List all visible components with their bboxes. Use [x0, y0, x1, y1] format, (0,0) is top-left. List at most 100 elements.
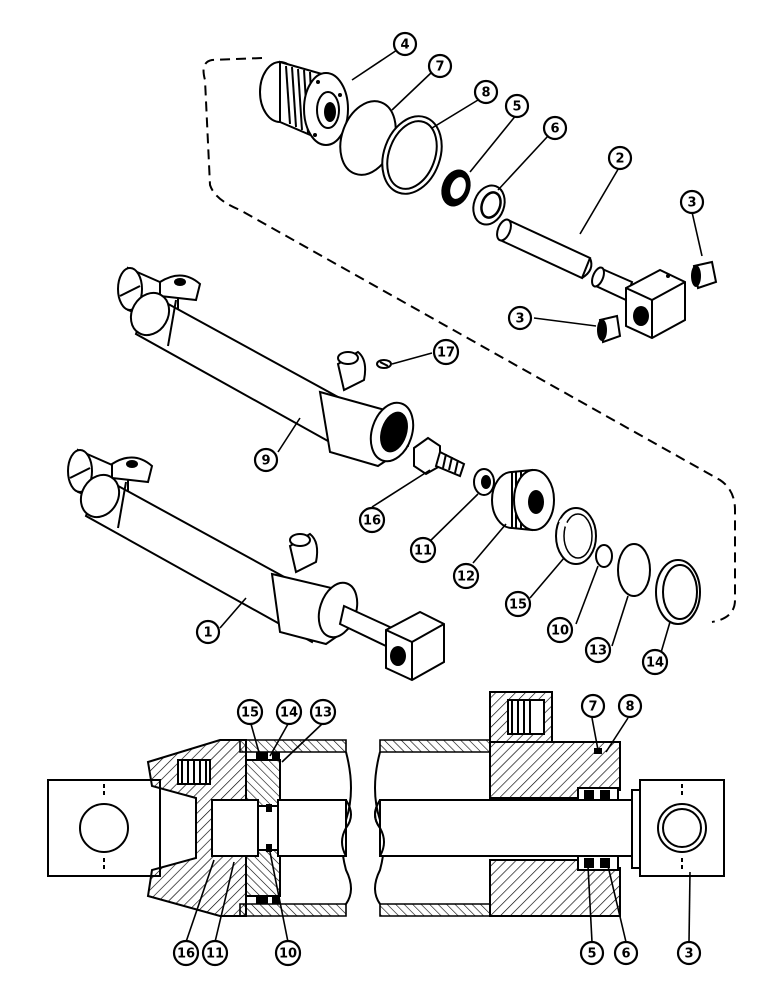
callout-c6: 6 — [542, 115, 568, 141]
callout-circle — [275, 698, 303, 726]
callout-group: 4 7 8 5 6 2 3 3 17 9 16 11 12 15 10 13 14 1 15 14 13 7 8 16 11 10… — [172, 31, 705, 967]
callout-label: 16 — [177, 947, 195, 962]
callout-label: 8 — [625, 700, 634, 715]
callout-circle — [542, 115, 568, 141]
callout-circle — [641, 648, 669, 676]
part-15-wear-ring — [555, 507, 597, 565]
callout-circle — [236, 698, 264, 726]
callout-circle — [195, 619, 221, 645]
callout-label: 11 — [206, 947, 224, 962]
callout-label: 13 — [589, 644, 607, 659]
part-2-rod — [496, 218, 593, 280]
part-4-gland — [259, 60, 349, 146]
callout-label: 2 — [615, 152, 624, 167]
callout-label: 11 — [414, 544, 432, 559]
callout-circle — [201, 939, 229, 967]
callout-label: 6 — [550, 122, 559, 137]
callout-label: 17 — [437, 346, 455, 361]
callout-circle — [309, 698, 337, 726]
callout-s15: 15 — [236, 698, 264, 726]
callout-c8: 8 — [473, 79, 499, 105]
callout-circle — [584, 636, 612, 664]
callout-label: 10 — [551, 624, 569, 639]
callout-circle — [358, 506, 386, 534]
part-17-screw — [376, 359, 392, 369]
callout-label: 1 — [203, 626, 212, 641]
part-14-backup-ring — [655, 559, 701, 625]
callout-circle — [504, 93, 530, 119]
part-3-bushing-right — [691, 260, 718, 290]
callout-label: 3 — [515, 312, 524, 327]
callout-circle — [504, 590, 532, 618]
callout-label: 16 — [363, 514, 381, 529]
callout-circle — [676, 940, 702, 966]
callout-circle — [613, 940, 639, 966]
callout-c3b: 3 — [507, 305, 533, 331]
callout-label: 3 — [687, 196, 696, 211]
callout-circle — [172, 939, 200, 967]
callout-circle — [679, 189, 705, 215]
callout-label: 6 — [621, 947, 630, 962]
callout-circle — [579, 940, 605, 966]
callout-c1: 1 — [195, 619, 221, 645]
part-3-bushing-left — [597, 314, 622, 344]
callout-s6: 6 — [613, 940, 639, 966]
callout-circle — [452, 562, 480, 590]
callout-c16: 16 — [358, 506, 386, 534]
callout-label: 15 — [241, 706, 259, 721]
callout-circle — [546, 616, 574, 644]
callout-label: 5 — [512, 100, 521, 115]
callout-s5: 5 — [579, 940, 605, 966]
callout-circle — [274, 939, 302, 967]
callout-s10: 10 — [274, 939, 302, 967]
callout-circle — [392, 31, 418, 57]
callout-label: 15 — [509, 598, 527, 613]
part-9-barrel — [117, 266, 415, 468]
part-16-bolt — [413, 436, 466, 478]
exploded-group-outline — [202, 57, 736, 623]
callout-c17: 17 — [432, 338, 460, 366]
callout-circle — [580, 693, 606, 719]
callout-s13: 13 — [309, 698, 337, 726]
callout-circle — [432, 338, 460, 366]
callout-c10: 10 — [546, 616, 574, 644]
callout-label: 8 — [481, 86, 490, 101]
callout-s8: 8 — [617, 693, 643, 719]
callout-label: 14 — [280, 706, 298, 721]
part-rod-end-block — [591, 266, 686, 340]
part-10-o-ring — [595, 544, 613, 568]
callout-circle — [409, 536, 437, 564]
callout-c3a: 3 — [679, 189, 705, 215]
callout-label: 12 — [457, 570, 475, 585]
callout-label: 10 — [279, 947, 297, 962]
callout-c11: 11 — [409, 536, 437, 564]
callout-circle — [607, 145, 633, 171]
part-1-assembled-cylinder — [67, 448, 445, 682]
callout-label: 7 — [588, 700, 597, 715]
callout-c2: 2 — [607, 145, 633, 171]
callout-c5: 5 — [504, 93, 530, 119]
callout-s11: 11 — [201, 939, 229, 967]
callout-s3: 3 — [676, 940, 702, 966]
callout-c13: 13 — [584, 636, 612, 664]
callout-circle — [427, 53, 453, 79]
callout-c12: 12 — [452, 562, 480, 590]
callout-c15: 15 — [504, 590, 532, 618]
section-view-rod-end — [374, 691, 725, 917]
part-5-seal — [441, 169, 471, 207]
callout-label: 9 — [261, 454, 270, 469]
part-8-backup-ring — [381, 115, 443, 195]
callout-s14: 14 — [275, 698, 303, 726]
callout-label: 14 — [646, 656, 664, 671]
part-11-washer — [473, 468, 495, 496]
part-13-o-ring — [617, 543, 651, 597]
callout-s7: 7 — [580, 693, 606, 719]
part-6-wiper — [472, 184, 506, 226]
callout-label: 4 — [400, 38, 409, 53]
callout-circle — [617, 693, 643, 719]
callout-c7: 7 — [427, 53, 453, 79]
callout-label: 3 — [684, 947, 693, 962]
callout-s16: 16 — [172, 939, 200, 967]
